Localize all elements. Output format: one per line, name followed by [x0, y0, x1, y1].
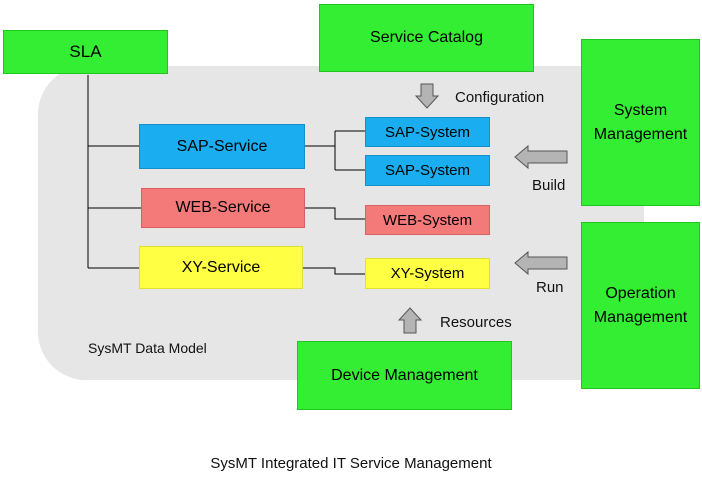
system-management-box: System Management [581, 39, 700, 206]
web-service-box: WEB-Service [141, 188, 305, 228]
sap-system-box-1: SAP-System [365, 117, 490, 147]
operation-management-box: Operation Management [581, 222, 700, 389]
service-catalog-label: Service Catalog [370, 29, 483, 46]
run-arrow-icon [514, 250, 568, 276]
operation-management-label: Operation Management [593, 284, 688, 326]
xy-service-label: XY-Service [181, 258, 261, 276]
device-management-label: Device Management [331, 366, 478, 384]
xy-system-box: XY-System [365, 258, 490, 289]
sap-system-label-1: SAP-System [384, 123, 471, 141]
xy-system-line [303, 267, 365, 275]
sla-box: SLA [3, 30, 168, 74]
xy-system-label: XY-System [390, 265, 465, 282]
web-system-label: WEB-System [382, 211, 473, 229]
build-label: Build [532, 177, 566, 194]
configuration-arrow-icon [414, 83, 440, 109]
web-service-label: WEB-Service [175, 199, 271, 216]
configuration-label: Configuration [455, 89, 545, 106]
sap-service-box: SAP-Service [139, 124, 305, 169]
sap-service-label: SAP-Service [176, 137, 268, 155]
web-system-box: WEB-System [365, 205, 490, 235]
sap-system-label-2: SAP-System [384, 162, 471, 179]
diagram-caption: SysMT Integrated IT Service Management [210, 455, 492, 472]
service-catalog-box: Service Catalog [319, 4, 534, 72]
run-label: Run [536, 279, 564, 296]
resources-arrow-icon [397, 307, 423, 334]
sla-label: SLA [69, 42, 102, 61]
resources-label: Resources [440, 314, 512, 331]
device-management-box: Device Management [297, 341, 512, 410]
data-model-label: SysMT Data Model [88, 340, 207, 356]
xy-service-box: XY-Service [139, 246, 303, 289]
web-system-line [305, 207, 365, 220]
build-arrow-icon [514, 144, 568, 170]
sap-system-box-2: SAP-System [365, 155, 490, 186]
system-management-label: System Management [593, 101, 688, 143]
data-model-panel [38, 66, 644, 380]
